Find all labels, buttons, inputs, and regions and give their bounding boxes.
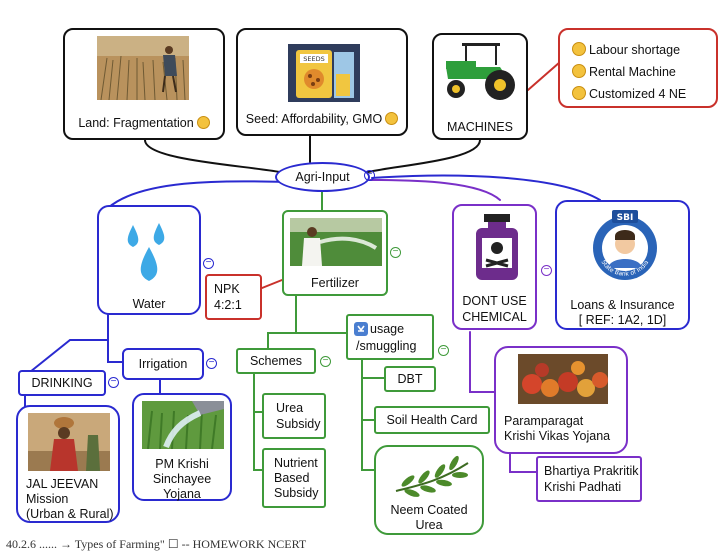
urea-subsidy-node[interactable]: Urea Subsidy <box>262 393 326 439</box>
npk-label: NPK <box>214 282 240 296</box>
collapse-chemical-icon[interactable]: − <box>541 265 552 276</box>
note-rental-machine: Rental Machine <box>589 65 676 79</box>
chemical-node[interactable]: DONT USE CHEMICAL <box>452 204 537 330</box>
vegetables-photo <box>518 354 608 404</box>
bpkp-line2: Krishi Padhati <box>544 480 622 494</box>
dbt-node[interactable]: DBT <box>384 366 436 392</box>
neem-coated-urea-node[interactable]: Neem Coated Urea <box>374 445 484 535</box>
fertilizer-node[interactable]: Fertilizer <box>282 210 388 296</box>
worried-emoji-icon <box>196 116 210 129</box>
urea-subsidy-line2: Subsidy <box>276 417 321 431</box>
irrigation-label: Irrigation <box>138 357 188 371</box>
loans-line1: Loans & Insurance <box>570 298 675 312</box>
pmksy-line2: Sinchayee <box>152 472 212 486</box>
collapse-drinking-icon[interactable]: − <box>108 377 119 388</box>
collapse-water-icon[interactable]: − <box>203 258 214 269</box>
seed-packet-icon: SEEDS <box>288 44 360 102</box>
land-node[interactable]: Land: Fragmentation <box>63 28 225 140</box>
agri-input-node[interactable]: Agri-Input <box>275 162 370 192</box>
collapse-agri-input-icon[interactable]: − <box>364 170 375 181</box>
pmksy-line1: PM Krishi <box>155 457 209 471</box>
drinking-node[interactable]: DRINKING <box>18 370 106 396</box>
usage-smuggling-node[interactable]: usage /smuggling <box>346 314 434 360</box>
jal-line1: JAL JEEVAN <box>26 477 99 491</box>
worried-emoji-icon <box>572 64 586 78</box>
poison-bottle-icon <box>476 214 518 280</box>
farmer-field-photo <box>97 36 189 100</box>
machines-label: MACHINES <box>447 120 513 134</box>
machines-node[interactable]: MACHINES <box>432 33 528 140</box>
chemical-line1: DONT USE <box>462 294 527 308</box>
fertilizer-spraying-photo <box>290 218 382 266</box>
usage-line1: usage <box>370 322 405 336</box>
woman-carrying-water-photo <box>28 413 110 471</box>
seed-label: Seed: Affordability, GMO <box>245 112 383 126</box>
pkvy-node[interactable]: Paramparagat Krishi Vikas Yojana <box>494 346 628 454</box>
fertilizer-label: Fertilizer <box>311 276 359 290</box>
soil-health-card-node[interactable]: Soil Health Card <box>374 406 490 434</box>
collapse-usage-icon[interactable]: − <box>438 345 449 356</box>
neem-leaves-icon <box>395 455 469 497</box>
water-label: Water <box>132 297 166 311</box>
sbi-logo-icon: SBI State Bank of India <box>593 210 657 280</box>
jal-line3: (Urban & Rural) <box>26 507 114 521</box>
footer-note: 40.2.6 ...... → Types of Farming" ☐ -- H… <box>6 537 307 551</box>
drinking-label: DRINKING <box>31 376 93 390</box>
pm-krishi-sinchayee-node[interactable]: PM Krishi Sinchayee Yojana <box>132 393 232 501</box>
nutrient-based-subsidy-node[interactable]: Nutrient Based Subsidy <box>262 448 326 508</box>
download-arrow-icon <box>354 322 368 336</box>
pmksy-line3: Yojana <box>163 487 201 501</box>
irrigation-pipe-photo <box>142 401 224 449</box>
jal-line2: Mission <box>26 492 69 506</box>
worried-emoji-icon <box>572 86 586 100</box>
neem-line1: Neem Coated <box>390 503 468 517</box>
collapse-irrigation-icon[interactable]: − <box>206 358 217 369</box>
schemes-label: Schemes <box>249 354 303 368</box>
dbt-label: DBT <box>397 372 423 386</box>
irrigation-node[interactable]: Irrigation <box>122 348 204 380</box>
water-node[interactable]: Water <box>97 205 201 315</box>
note-customized-ne: Customized 4 NE <box>589 87 687 101</box>
urea-subsidy-line1: Urea <box>276 401 304 415</box>
loans-line2: [ REF: 1A2, 1D] <box>578 313 667 327</box>
agri-input-label: Agri-Input <box>295 170 350 184</box>
note-labour-shortage: Labour shortage <box>589 43 681 57</box>
sbi-logo-text: SBI <box>617 213 634 223</box>
schemes-node[interactable]: Schemes <box>236 348 316 374</box>
collapse-schemes-icon[interactable]: − <box>320 356 331 367</box>
collapse-fertilizer-icon[interactable]: − <box>390 247 401 258</box>
land-label: Land: Fragmentation <box>78 116 194 130</box>
nbs-line2: Based <box>274 471 310 485</box>
pkvy-line2: Krishi Vikas Yojana <box>504 429 611 443</box>
seed-packet-text: SEEDS <box>303 55 324 63</box>
bpkp-line1: Bhartiya Prakritik <box>544 464 639 478</box>
seed-node[interactable]: SEEDS Seed: Affordability, GMO <box>236 28 408 136</box>
tractor-icon <box>446 43 515 100</box>
water-drops-icon <box>127 223 165 281</box>
worried-emoji-icon <box>385 112 399 125</box>
machine-notes-box: Labour shortage Rental Machine Customize… <box>558 28 718 108</box>
pkvy-line1: Paramparagat <box>504 414 584 428</box>
loans-insurance-node[interactable]: SBI State Bank of India Loans & Insuranc… <box>555 200 690 330</box>
jal-jeevan-node[interactable]: JAL JEEVAN Mission (Urban & Rural) <box>16 405 120 523</box>
worried-emoji-icon <box>572 42 586 56</box>
nbs-line1: Nutrient <box>274 456 318 470</box>
chemical-line2: CHEMICAL <box>462 310 527 324</box>
usage-line2: /smuggling <box>356 339 417 353</box>
nbs-line3: Subsidy <box>274 486 319 500</box>
npk-ratio: 4:2:1 <box>214 298 242 312</box>
bpkp-node[interactable]: Bhartiya Prakritik Krishi Padhati <box>536 456 642 502</box>
neem-line2: Urea <box>415 518 443 532</box>
soil-label: Soil Health Card <box>386 413 478 427</box>
seed-packet-label-bg <box>300 54 328 63</box>
npk-ratio-node[interactable]: NPK 4:2:1 <box>205 274 262 320</box>
